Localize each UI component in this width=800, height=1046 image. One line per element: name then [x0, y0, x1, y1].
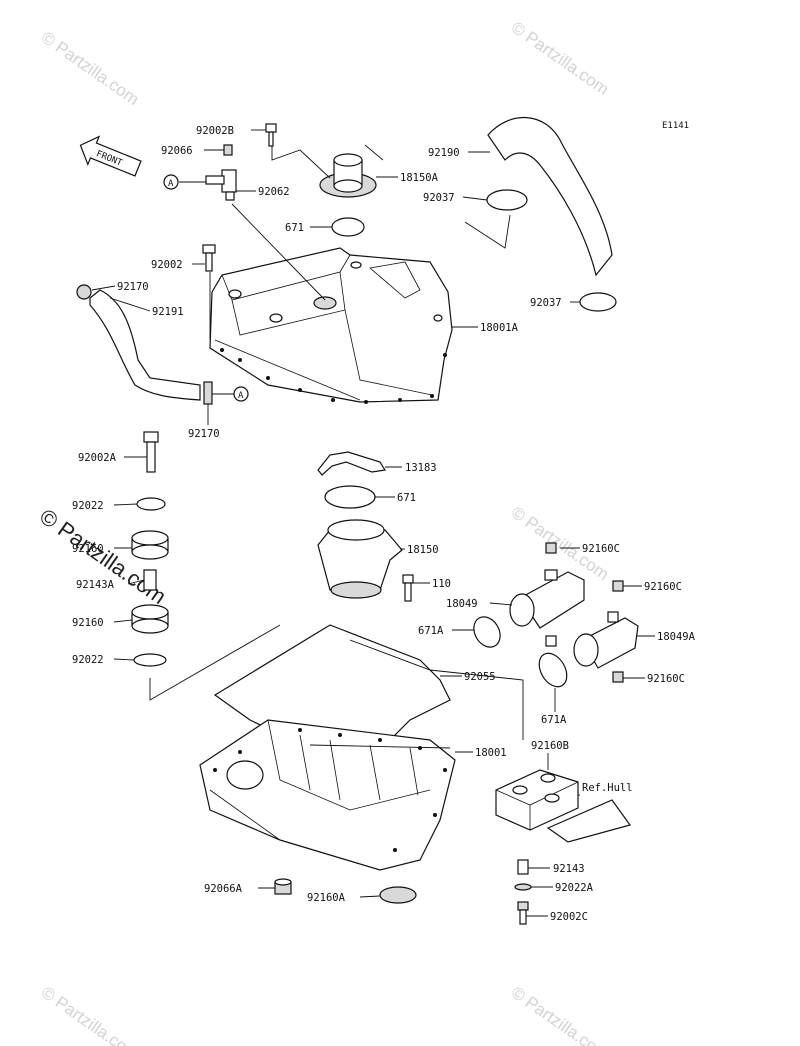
- label-92190: 92190: [428, 147, 460, 159]
- label-18001A: 18001A: [480, 322, 519, 334]
- label-18150: 18150: [407, 544, 439, 556]
- callout-a-upper: A: [163, 174, 179, 190]
- label-ref-hull: Ref.Hull: [582, 782, 633, 794]
- hose-92191: [89, 289, 201, 401]
- front-arrow-icon: FRONT: [79, 135, 142, 177]
- rubber-92160-upper: [131, 530, 169, 560]
- leader-lines: [91, 129, 655, 917]
- label-92170-lower: 92170: [188, 428, 220, 440]
- label-18150A: 18150A: [400, 172, 439, 184]
- diagram-code: E1141: [662, 121, 689, 131]
- label-92062: 92062: [258, 186, 290, 198]
- lower-case-18001: [199, 719, 456, 871]
- svg-text:A: A: [238, 391, 244, 401]
- label-92002A: 92002A: [78, 452, 117, 464]
- watermark-top-right: © Partzilla.com: [508, 18, 613, 99]
- o-ring-671-upper: [331, 217, 365, 237]
- label-18001: 18001: [475, 747, 507, 759]
- plug-92066A: [274, 878, 292, 895]
- label-92066: 92066: [161, 145, 193, 157]
- label-92002: 92002: [151, 259, 183, 271]
- upper-cover-18001A: [209, 247, 453, 404]
- cap-92066: [223, 144, 233, 156]
- label-92143A: 92143A: [76, 579, 115, 591]
- label-671-middle: 671: [397, 492, 416, 504]
- collar-92143A: [143, 569, 157, 591]
- label-18049A: 18049A: [657, 631, 696, 643]
- silencer-18049A: [573, 611, 639, 669]
- callout-a-lower: A: [233, 386, 249, 402]
- watermark-bottom-left: © Partzilla.com: [38, 983, 143, 1046]
- label-92066A: 92066A: [204, 883, 243, 895]
- collar-92143: [517, 859, 529, 875]
- clamp-92037-upper: [486, 189, 528, 211]
- o-ring-671A-lower: [538, 652, 568, 688]
- label-92160C-2: 92160C: [644, 581, 682, 593]
- label-18049: 18049: [446, 598, 478, 610]
- label-671A-upper: 671A: [418, 625, 444, 637]
- label-92160A: 92160A: [307, 892, 346, 904]
- block-92160B: [495, 769, 579, 831]
- rubber-92160-lower: [131, 604, 169, 634]
- label-92002B: 92002B: [196, 125, 234, 137]
- clamp-92170-lower: [203, 381, 213, 405]
- bolt-92002C: [517, 901, 529, 925]
- o-ring-671A-upper: [473, 616, 501, 648]
- part-labels: 92002B 92066 92062 18150A 92190 92037 67…: [72, 125, 696, 923]
- rubber-92160A: [379, 886, 417, 904]
- label-92191: 92191: [152, 306, 184, 318]
- hull-bracket: [546, 799, 631, 843]
- fitting-92062: [205, 169, 237, 201]
- label-92160C-1: 92160C: [582, 543, 620, 555]
- label-92037-upper: 92037: [423, 192, 455, 204]
- label-110: 110: [432, 578, 451, 590]
- label-92160C-3: 92160C: [647, 673, 685, 685]
- label-92160B: 92160B: [531, 740, 569, 752]
- label-92022A: 92022A: [555, 882, 594, 894]
- damper-92160C-2: [612, 580, 624, 592]
- bolt-92002B: [265, 123, 277, 147]
- label-92160-lower: 92160: [72, 617, 104, 629]
- silencer-18049: [509, 569, 585, 629]
- watermark-top-left: © Partzilla.com: [38, 28, 143, 109]
- damper-92160C-1: [545, 542, 557, 554]
- upper-duct-18150A: [319, 153, 377, 198]
- washer-92022-lower: [133, 653, 167, 667]
- label-92170-upper: 92170: [117, 281, 149, 293]
- svg-text:A: A: [168, 179, 174, 189]
- label-671-upper: 671: [285, 222, 304, 234]
- label-92022-lower: 92022: [72, 654, 104, 666]
- hose-92190: [487, 116, 613, 277]
- label-92143: 92143: [553, 863, 585, 875]
- bolt-110: [402, 574, 414, 602]
- label-92160-upper: 92160: [72, 543, 104, 555]
- label-92022-upper: 92022: [72, 500, 104, 512]
- washer-92022-upper: [136, 497, 166, 511]
- lower-duct-18150: [317, 519, 403, 599]
- bracket-13183: [317, 451, 386, 476]
- label-92055: 92055: [464, 671, 496, 683]
- label-92002C: 92002C: [550, 911, 588, 923]
- clamp-92170-upper: [76, 284, 92, 300]
- label-671A-lower: 671A: [541, 714, 567, 726]
- damper-92160C-4: [545, 635, 557, 647]
- bolt-92002A: [143, 431, 159, 473]
- label-13183: 13183: [405, 462, 437, 474]
- o-ring-671-middle: [324, 485, 376, 509]
- watermark-bottom-right: © Partzilla.com: [508, 983, 613, 1046]
- label-92037-lower: 92037: [530, 297, 562, 309]
- bolt-92002: [202, 244, 216, 272]
- damper-92160C-3: [612, 671, 624, 683]
- clamp-92037-lower: [579, 292, 617, 312]
- washer-92022A: [514, 883, 532, 891]
